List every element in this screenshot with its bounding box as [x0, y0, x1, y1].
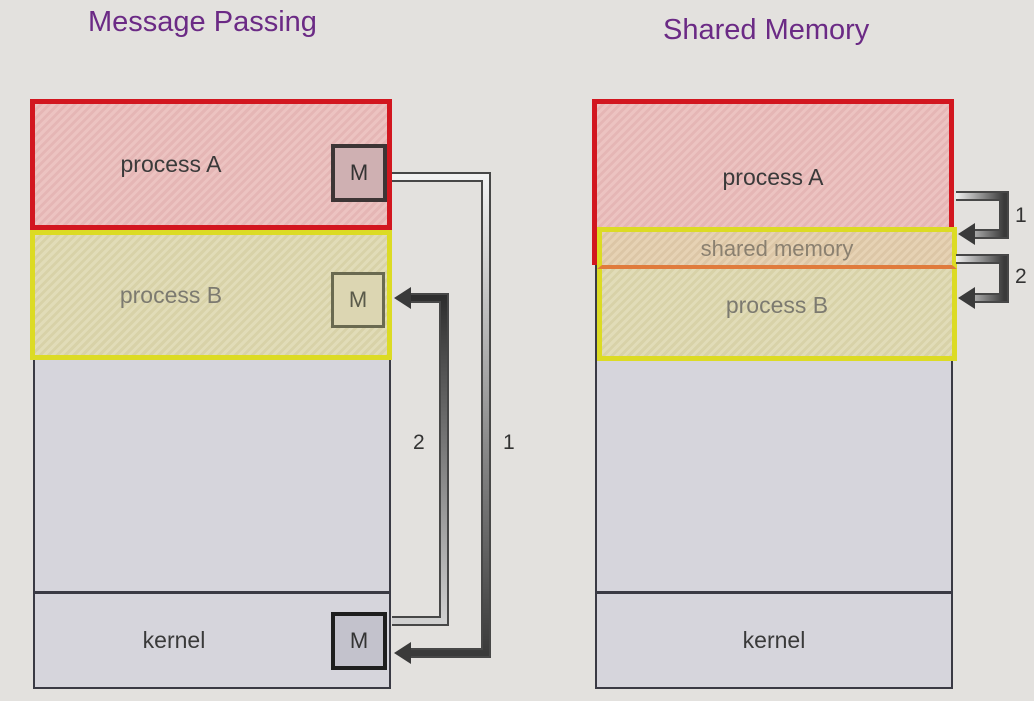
process-b-label: process B	[119, 281, 223, 308]
message-box-process-a: M	[331, 144, 387, 202]
shared-memory-title: Shared Memory	[663, 14, 870, 46]
shared-memory-label: shared memory	[700, 235, 854, 261]
kernel-label: kernel	[142, 627, 206, 653]
sm-kernel-region: kernel	[595, 592, 953, 689]
arrow-label-1: 1	[503, 431, 515, 454]
sm-kernel-label: kernel	[742, 627, 806, 653]
arrow-2-kernel-to-process-b	[392, 287, 449, 626]
message-box-kernel: M	[331, 612, 387, 670]
sm-process-a-label: process A	[722, 164, 824, 190]
sm-arrow-2	[956, 254, 1009, 309]
sm-arrow-label-1: 1	[1015, 204, 1027, 227]
message-box-process-b: M	[331, 272, 385, 328]
shared-memory-region: shared memory	[597, 227, 957, 269]
process-a-label: process A	[120, 151, 222, 177]
sm-arrow-1	[956, 191, 1009, 245]
sm-process-b-label: process B	[725, 292, 829, 318]
arrow-1-process-a-to-kernel	[392, 172, 491, 664]
sm-arrow-label-2: 2	[1015, 265, 1027, 288]
arrow-label-2: 2	[413, 431, 425, 454]
message-passing-title: Message Passing	[88, 6, 317, 38]
